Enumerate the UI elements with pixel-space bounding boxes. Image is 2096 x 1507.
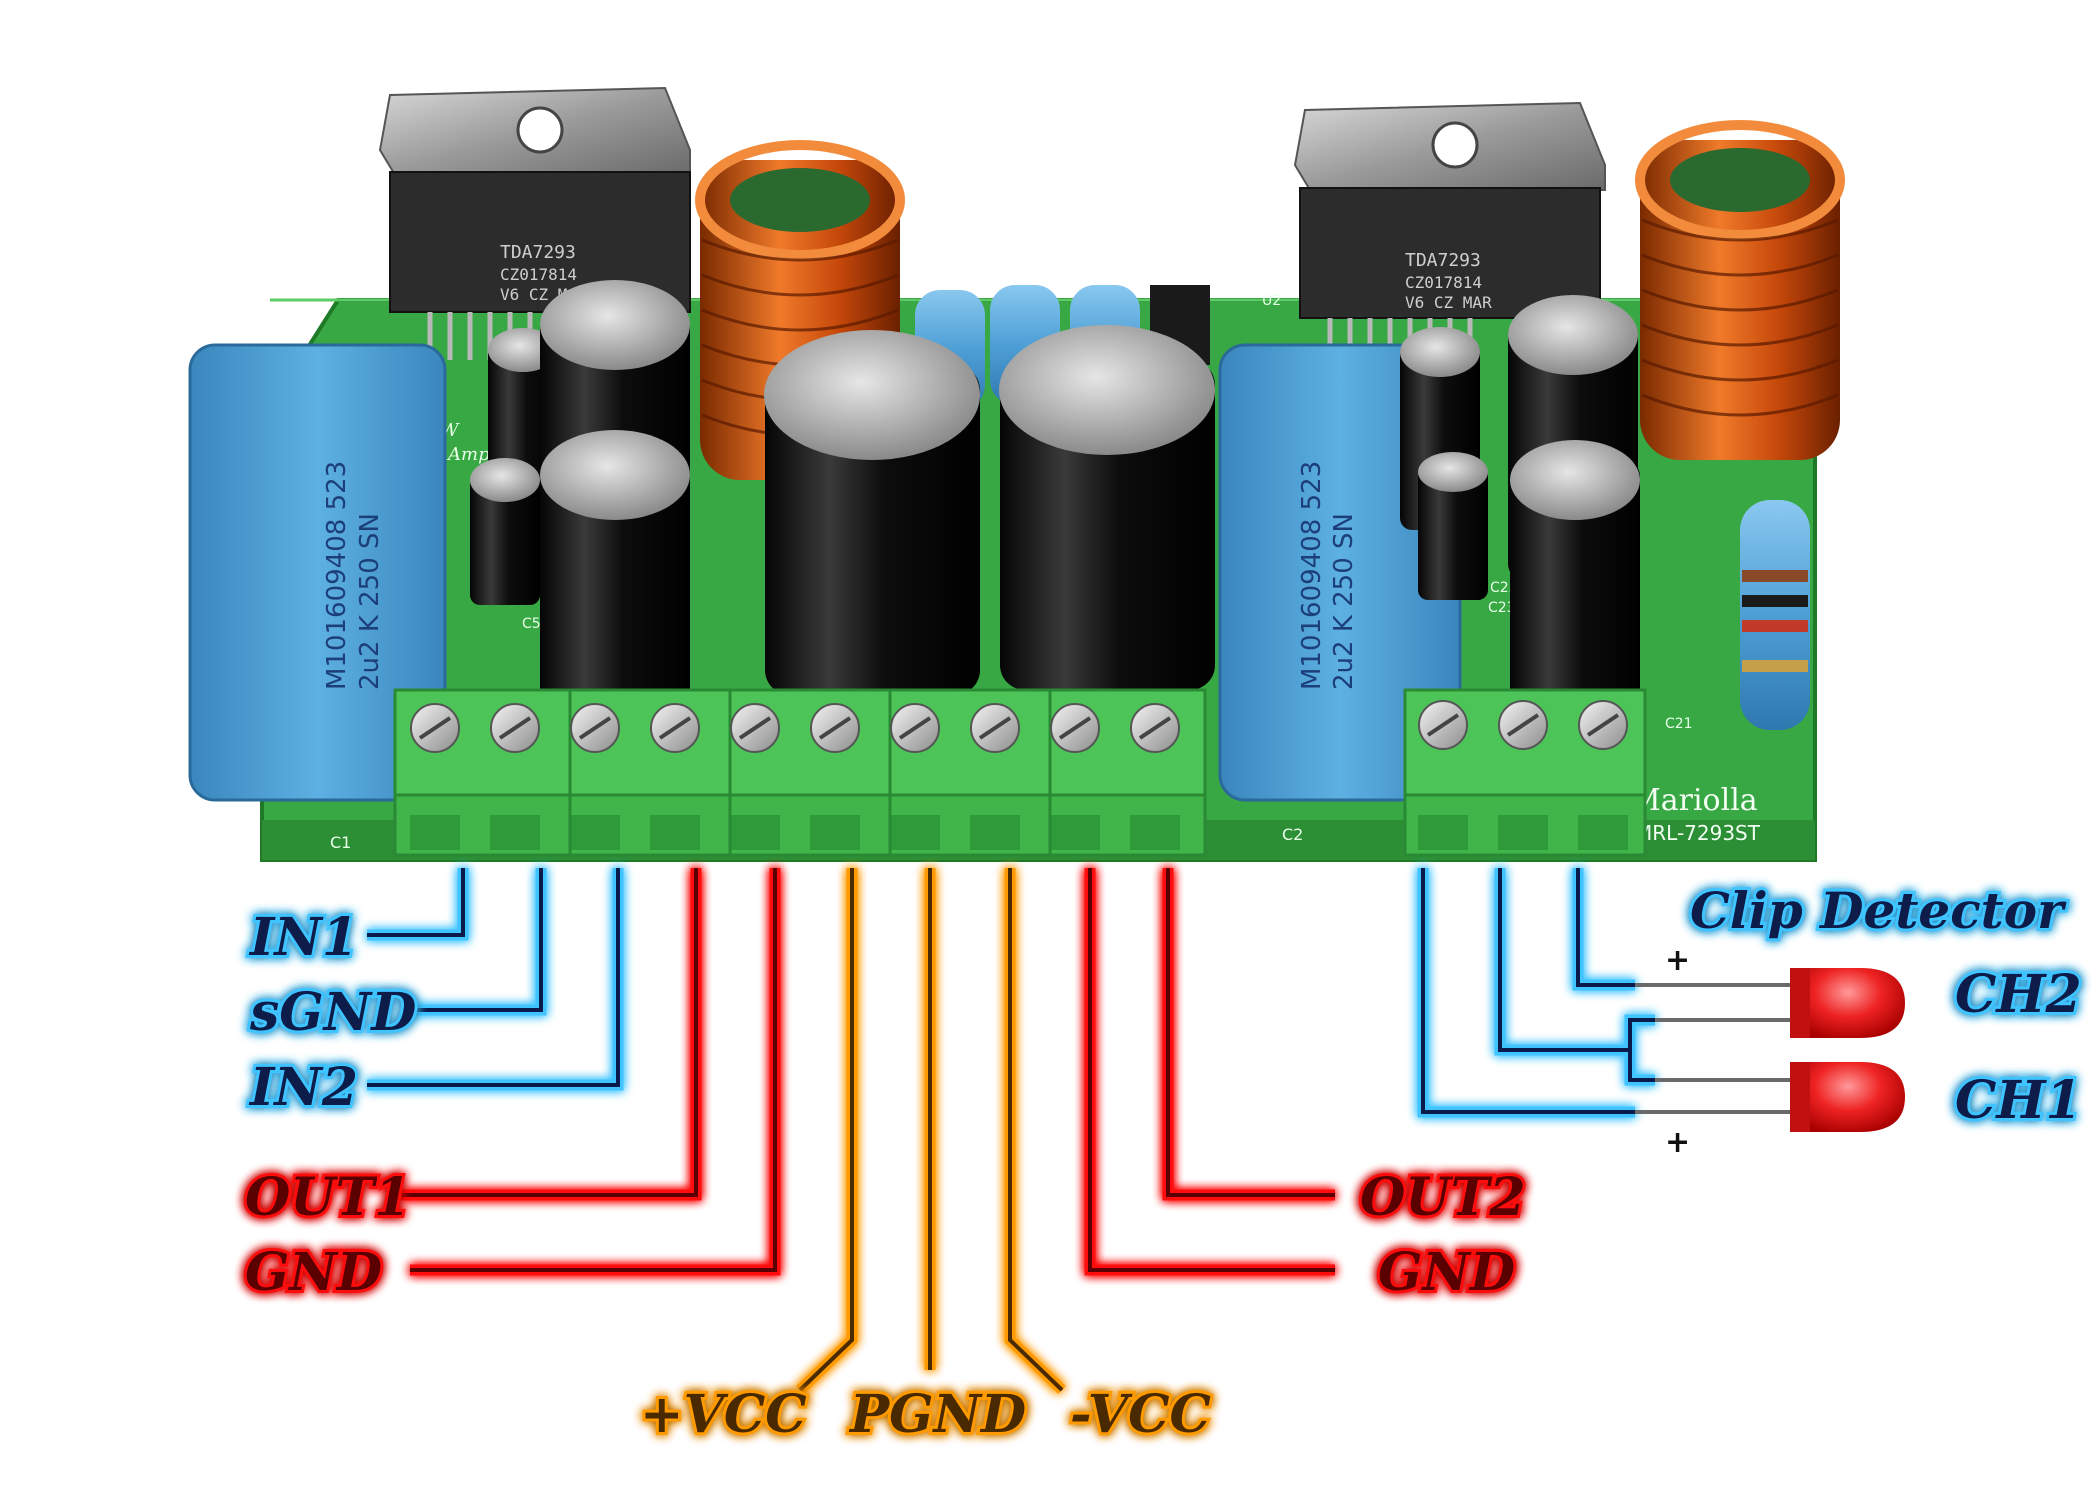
- label-plus-bottom: +: [1665, 1125, 1690, 1160]
- electrolytic-caps: [470, 280, 1640, 710]
- silk-c5: C5: [522, 616, 541, 632]
- film-cap-right-line1: M101609408 523: [1297, 461, 1327, 690]
- labels-orange: +VCC PGND -VCC: [637, 1381, 1214, 1448]
- label-out2: OUT2: [1360, 1167, 1526, 1228]
- resistor-right: [1740, 500, 1810, 730]
- label-in2: IN2: [248, 1057, 358, 1118]
- label-vcc-minus: -VCC: [1070, 1384, 1211, 1445]
- label-ch2: CH2: [1955, 964, 2082, 1025]
- label-clip-detector: Clip Detector: [1690, 881, 2067, 940]
- label-vcc-plus: +VCC: [640, 1384, 807, 1445]
- film-cap-left-line2: 2u2 K 250 SN: [355, 513, 385, 690]
- film-cap-left: [188, 343, 447, 802]
- chip-u2-line2: CZ017814: [1405, 273, 1482, 292]
- board-model: MRL-7293ST: [1635, 821, 1761, 845]
- silk-c1: C1: [330, 833, 351, 852]
- chip-u2: [1293, 101, 1606, 365]
- silk-c21: C21: [1665, 716, 1693, 732]
- board-brand: Mariolla: [1630, 783, 1758, 818]
- film-cap-left-line1: M101609408 523: [322, 461, 352, 690]
- silk-c23: C23: [1488, 600, 1516, 616]
- chip-u2-line1: TDA7293: [1405, 250, 1481, 271]
- inductor-right: [1635, 120, 1845, 460]
- wires-red: [400, 868, 1335, 1276]
- label-plus-top: +: [1665, 943, 1690, 978]
- label-gnd-right: GND: [1378, 1242, 1515, 1303]
- labels-blue: IN1 sGND IN2 Clip Detector CH2 CH1: [245, 878, 2085, 1134]
- silk-u2: U2: [1262, 293, 1281, 309]
- chip-u1-line1: TDA7293: [500, 242, 576, 263]
- wires-blue: [367, 868, 1655, 1118]
- film-cap-right-line2: 2u2 K 250 SN: [1329, 513, 1359, 690]
- label-in1: IN1: [248, 907, 358, 968]
- silk-amp: Amp: [446, 444, 490, 465]
- wires-orange: [796, 868, 1066, 1394]
- labels-red: OUT1 GND OUT2 GND: [242, 1164, 1529, 1306]
- label-pgnd: PGND: [848, 1384, 1026, 1445]
- label-gnd-left: GND: [245, 1242, 382, 1303]
- led-ch1: [1790, 1062, 1905, 1132]
- led-ch2: [1790, 968, 1905, 1038]
- terminal-screws-main: [410, 703, 1180, 753]
- silk-c2: C2: [1282, 825, 1303, 844]
- label-out1: OUT1: [245, 1167, 411, 1228]
- chip-u1-line2: CZ017814: [500, 265, 577, 284]
- label-ch1: CH1: [1955, 1070, 2082, 1131]
- chip-u2-line3: V6 CZ MAR: [1405, 293, 1492, 312]
- label-sgnd: sGND: [249, 982, 416, 1043]
- led-leads: [1635, 983, 1790, 1114]
- terminal-block-clip: [1403, 688, 1647, 857]
